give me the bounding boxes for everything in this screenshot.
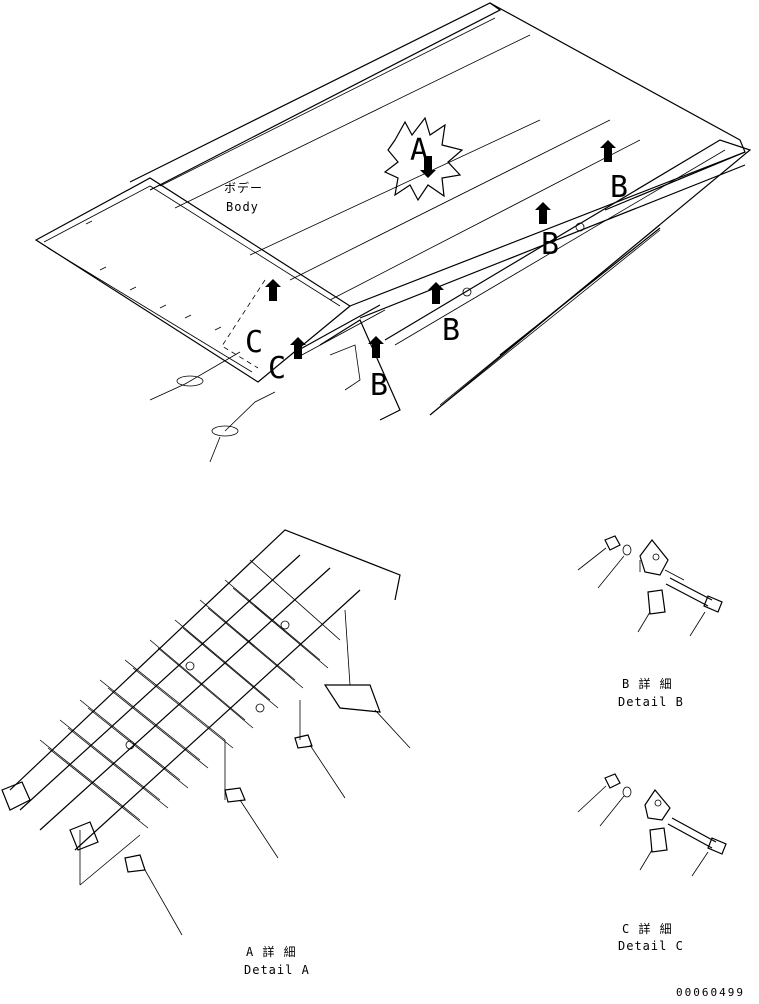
arrow-icon-b3 [428,282,444,304]
washer-icon-c [622,786,632,798]
drawing-code: 00060499 [676,986,745,999]
collar-icon-b [647,589,666,615]
arrow-icon-c1 [265,279,281,301]
body-label-en: Body [226,200,259,214]
callout-burst [383,116,464,202]
callout-b-3: B [442,313,460,348]
callout-c-2: C [268,351,286,386]
callout-b-2: B [541,227,559,262]
arrow-icon-b2 [535,202,551,224]
bracket-icon-c [644,788,671,821]
detail-c-hardware [577,773,727,877]
callout-b-1: B [610,170,628,205]
collar-icon-c [649,827,668,853]
callout-b-4: B [370,368,388,403]
washer-icon-b [622,544,632,556]
bolt-icon-c [671,817,717,843]
bracket-icon-b [639,539,669,576]
detail-c-label-jp: C 詳 細 [622,921,673,936]
detail-a-label-jp: A 詳 細 [246,944,297,959]
bolt-icon-b [669,577,713,601]
callout-arrows [265,140,616,359]
callout-c-1: C [245,325,263,360]
body-label-jp: ボデー [224,180,263,195]
arrow-icon-c2 [290,337,306,359]
detail-a-frame [1,529,411,936]
detail-a-label-en: Detail A [244,963,310,977]
arrow-icon-b1 [600,140,616,162]
nut-icon-c [604,773,621,789]
detail-b-label-en: Detail B [618,695,684,709]
callout-a: A [410,133,428,168]
arrow-icon-b4 [368,336,384,358]
dump-body-assembly [34,2,752,463]
detail-b-hardware [577,535,723,637]
nut-icon-b [604,535,621,551]
detail-b-label-jp: B 詳 細 [622,676,673,691]
detail-c-label-en: Detail C [618,939,684,953]
arrow-icon-a [420,156,436,178]
